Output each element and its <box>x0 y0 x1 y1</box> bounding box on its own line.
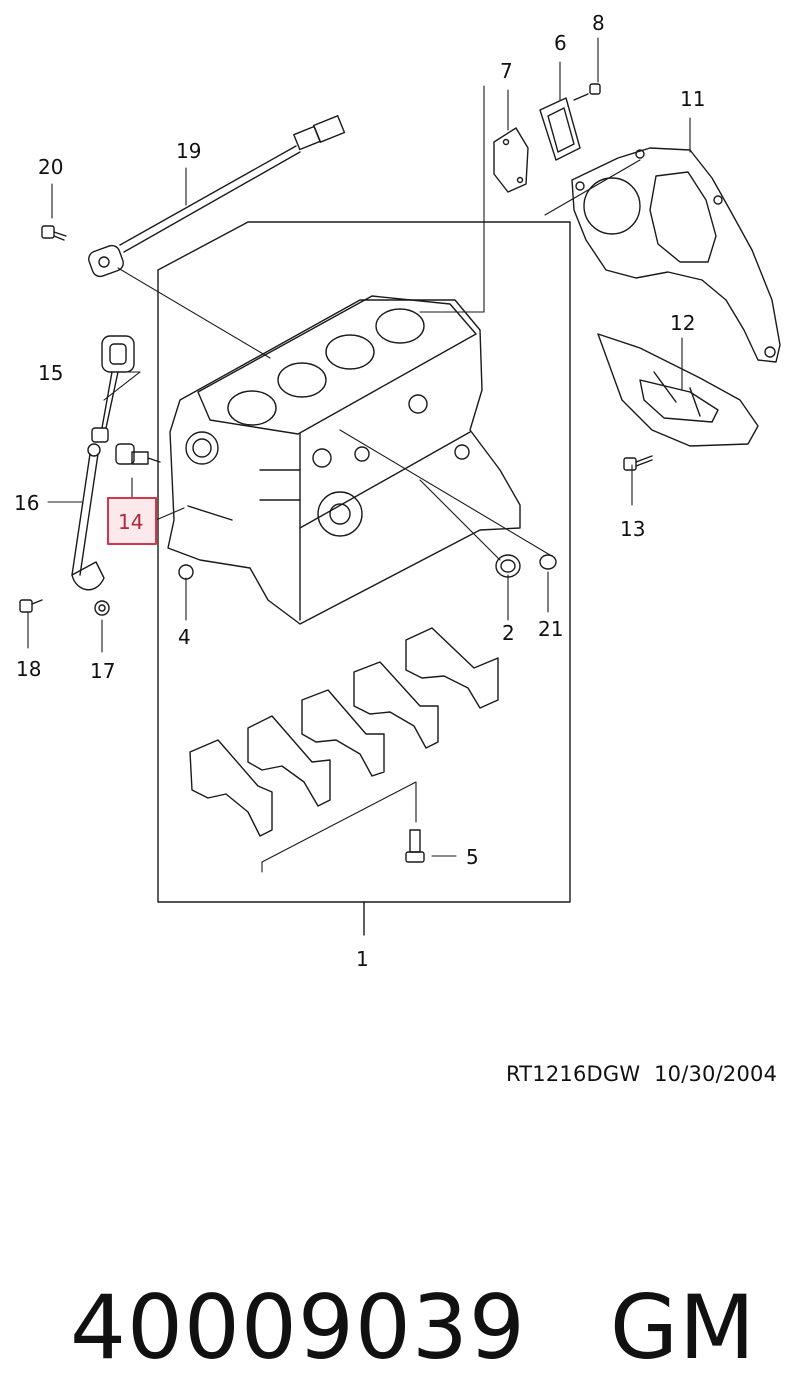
callout-19: 19 <box>176 139 201 163</box>
callout-7: 7 <box>500 59 513 83</box>
drawing-reference: RT1216DGW 10/30/2004 <box>506 1062 778 1086</box>
part-14-highlight-box <box>107 497 157 545</box>
part-17-washer <box>94 600 110 616</box>
part-5-bolt <box>405 829 425 863</box>
part-brand: GM <box>609 1276 756 1379</box>
part-21-plug <box>539 554 557 570</box>
callout-17: 17 <box>90 659 115 683</box>
callout-18: 18 <box>16 657 41 681</box>
part-7-cover <box>493 127 529 193</box>
callout-14: 14 <box>118 510 143 534</box>
part-2-seal <box>495 554 521 578</box>
part-18-bolt <box>19 599 43 613</box>
callout-8: 8 <box>592 11 605 35</box>
callout-21: 21 <box>538 617 563 641</box>
callout-12: 12 <box>670 311 695 335</box>
assembly-frame <box>157 221 571 936</box>
callout-6: 6 <box>554 31 567 55</box>
part-13-bolt <box>623 455 653 471</box>
callout-16: 16 <box>14 491 39 515</box>
callout-4: 4 <box>178 625 191 649</box>
part-16-dipstick-tube <box>71 443 105 591</box>
part-12-plate <box>597 333 759 447</box>
callout-13: 13 <box>620 517 645 541</box>
part-14-sensor <box>115 443 161 465</box>
part-6-gasket <box>539 97 581 161</box>
part-number: 40009039 <box>69 1276 526 1379</box>
part-20-bolt <box>41 225 67 241</box>
part-11-gasket <box>571 147 781 363</box>
bearing-caps <box>189 627 499 837</box>
exploded-parts-diagram: 1 2 4 5 6 7 8 11 12 13 14 15 16 17 18 19… <box>14 11 781 971</box>
part-8-bolt <box>573 83 601 101</box>
leader-lines <box>27 37 691 873</box>
callout-5: 5 <box>466 845 479 869</box>
callout-20: 20 <box>38 155 63 179</box>
part-19-sensor-harness <box>88 115 346 278</box>
engine-block <box>167 295 521 625</box>
callout-15: 15 <box>38 361 63 385</box>
callout-11: 11 <box>680 87 705 111</box>
callout-2: 2 <box>502 621 515 645</box>
part-identification: 40009039 GM <box>12 1148 756 1379</box>
part-15-dipstick <box>91 335 135 443</box>
callout-1: 1 <box>356 947 369 971</box>
callout-labels: 1 2 4 5 6 7 8 11 12 13 14 15 16 17 18 19… <box>14 11 705 971</box>
